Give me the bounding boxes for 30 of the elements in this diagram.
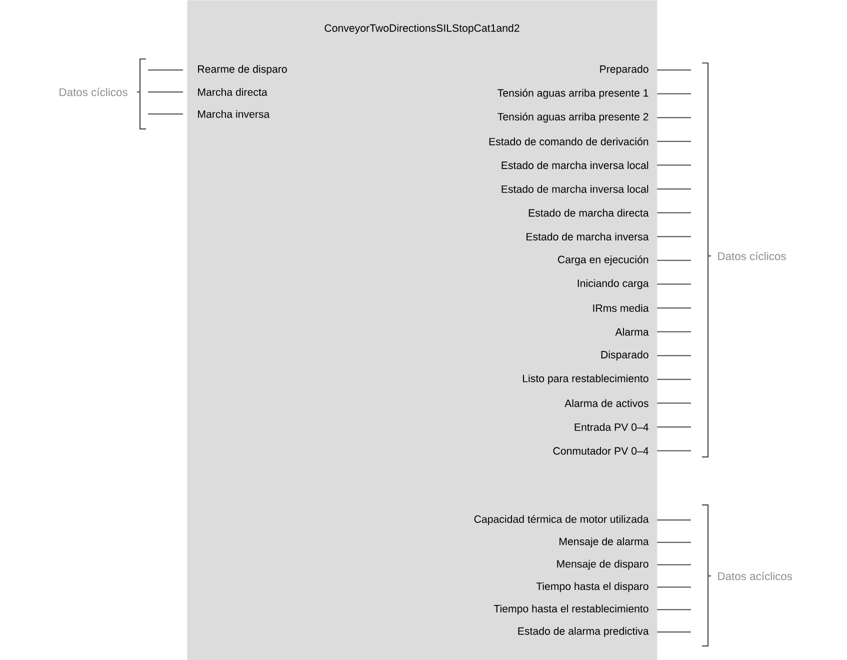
pin-label: Carga en ejecución (558, 255, 648, 266)
pin-label: Tensión aguas arriba presente 2 (498, 112, 648, 123)
group-label: Datos cíclicos (60, 88, 128, 96)
function-block: ConveyorTwoDirectionsSILStopCat1and2 Rearme de disparo Marcha directa Marcha inversa Preparado Tensión aguas arriba presente 1 Tensión aguas arriba presente 2 Estado de comando de derivación Estado de marcha inversa local Estado de marcha inversa local Estado de marcha directa Estado de marcha inversa Carga en ejecución Iniciando carga IRms media Alarma Disparado Listo para restablecimiento Alarma de activos Entrada PV 0–4 Conmutador PV 0–4 Capacidad térmica de motor utilizada Mensaje de alarma Mensaje de disparo Tiempo hasta el disparo Tiempo hasta el restablecimiento Estado de alarma predictiva (187, 0, 658, 660)
pin-label: Marcha directa (198, 88, 268, 96)
pin-label: Mensaje de alarma (560, 537, 649, 548)
pin-label: Alarma (615, 328, 649, 336)
pin-label: Mensaje de disparo (557, 560, 648, 570)
pin-label: IRms media (593, 304, 649, 312)
pin-label: Capacidad térmica de motor utilizada (474, 514, 649, 525)
pin-label: Disparado (601, 350, 648, 361)
pin-label: Estado de alarma predictiva (518, 627, 649, 637)
pin-label: Tensión aguas arriba presente 1 (498, 88, 648, 99)
group-label: Datos cíclicos (718, 252, 786, 260)
pin-label: Estado de marcha directa (528, 208, 649, 217)
pin-label: Marcha inversa (198, 110, 270, 118)
pin-label: Iniciando carga (578, 279, 649, 290)
pin-label: Estado de marcha inversa local (502, 185, 648, 193)
group-label: Datos acíclicos (718, 572, 792, 580)
pin-label: Tiempo hasta el disparo (536, 582, 648, 592)
pin-label: Tiempo hasta el restablecimiento (494, 604, 648, 615)
pin-label: Alarma de activos (564, 399, 648, 408)
pin-label: Entrada PV 0–4 (574, 423, 648, 431)
pin-label: Estado de marcha inversa local (502, 161, 648, 170)
pin-label: Conmutador PV 0–4 (553, 446, 648, 455)
pin-label: Rearme de disparo (198, 65, 287, 75)
pin-label: Listo para restablecimiento (523, 374, 648, 384)
pin-label: Estado de marcha inversa (526, 232, 649, 240)
pin-label: Estado de comando de derivación (489, 137, 648, 146)
pin-label: Preparado (600, 65, 648, 75)
